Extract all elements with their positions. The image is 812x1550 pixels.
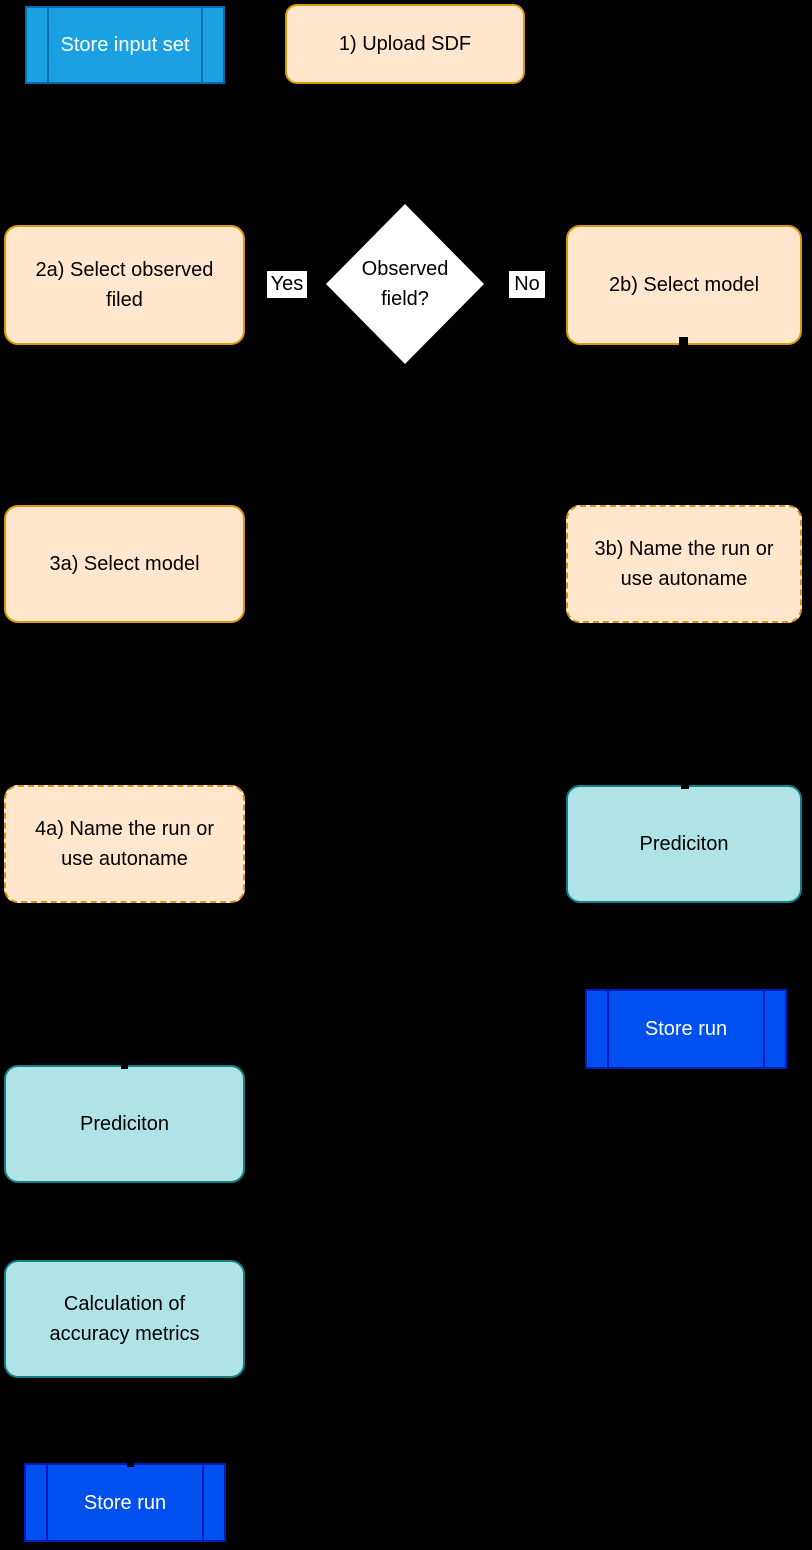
- node-select-model-a: 3a) Select model: [4, 505, 245, 623]
- node-label: Calculation of accuracy metrics: [49, 1293, 200, 1345]
- node-label: 2a) Select observed filed: [35, 259, 214, 311]
- node-upload-sdf: 1) Upload SDF: [285, 4, 525, 84]
- connector-arrow-tip: [679, 337, 688, 347]
- process-bar-right: [201, 8, 203, 82]
- node-label: 3b) Name the run or use autoname: [594, 538, 774, 590]
- process-bar-right: [763, 991, 765, 1067]
- node-prediction-left: Prediciton: [4, 1065, 245, 1183]
- node-calculation-metrics: Calculation of accuracy metrics: [4, 1260, 245, 1378]
- connector-arrow-tip: [121, 1062, 128, 1069]
- node-label: Store run: [644, 1018, 728, 1040]
- node-label: Store input set: [60, 34, 190, 56]
- process-bar-left: [47, 8, 49, 82]
- process-bar-left: [607, 991, 609, 1067]
- process-bar-left: [46, 1465, 48, 1540]
- diamond-shape: [326, 204, 484, 364]
- process-bar-right: [202, 1465, 204, 1540]
- node-select-model-b: 2b) Select model: [566, 225, 802, 345]
- node-observed-field-decision: Observed field?: [326, 204, 484, 364]
- edge-label-yes: Yes: [267, 271, 307, 298]
- node-label: Store run: [83, 1491, 167, 1514]
- node-name-run-b: 3b) Name the run or use autoname: [566, 505, 802, 623]
- node-name-run-a: 4a) Name the run or use autoname: [4, 785, 245, 903]
- node-store-run-left: Store run: [24, 1463, 226, 1542]
- node-select-observed-field: 2a) Select observed filed: [4, 225, 245, 345]
- node-label-wrap: Observed field?: [326, 204, 484, 364]
- connector-arrow-tip: [681, 782, 689, 789]
- node-label: 1) Upload SDF: [338, 33, 472, 55]
- node-label: Prediciton: [639, 833, 729, 855]
- node-label: Prediciton: [80, 1113, 169, 1135]
- node-prediction-right: Prediciton: [566, 785, 802, 903]
- node-label: Observed field?: [361, 258, 449, 310]
- node-store-run-right: Store run: [585, 989, 787, 1069]
- connector-arrow-tip: [127, 1460, 134, 1467]
- node-label: 4a) Name the run or use autoname: [35, 818, 214, 870]
- node-label: 2b) Select model: [608, 274, 760, 296]
- node-label: 3a) Select model: [49, 553, 200, 575]
- node-store-input-set: Store input set: [25, 6, 225, 84]
- edge-label-no: No: [509, 271, 545, 298]
